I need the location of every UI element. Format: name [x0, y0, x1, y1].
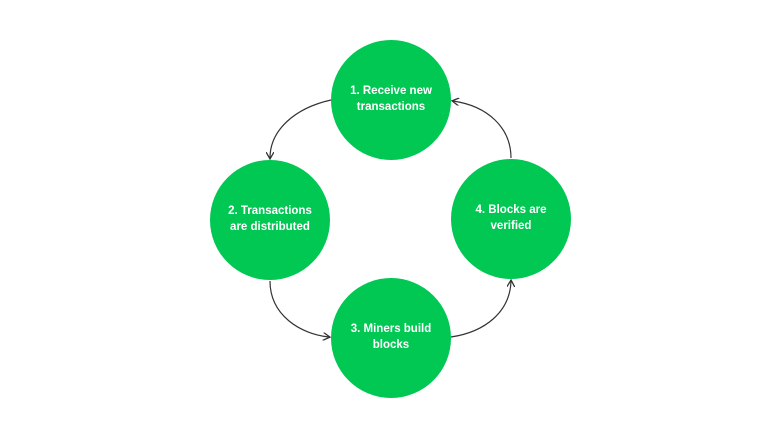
step-1-label: 1. Receive new transactions	[350, 85, 432, 113]
step-4-label: 4. Blocks are verified	[475, 204, 547, 232]
step-2-label: 2. Transactions are distributed	[228, 205, 312, 233]
step-receive-new-transactions: 1. Receive new transactions	[331, 40, 451, 160]
step-miners-build-blocks: 3. Miners build blocks	[331, 278, 451, 398]
arrow-step1-to-step2	[270, 99, 332, 158]
arrow-step3-to-step4	[450, 281, 511, 338]
step-blocks-verified: 4. Blocks are verified	[451, 159, 571, 279]
arrow-step2-to-step3	[269, 280, 329, 337]
step-3-label: 3. Miners build blocks	[350, 323, 432, 351]
step-transactions-distributed: 2. Transactions are distributed	[210, 160, 330, 280]
arrow-step4-to-step1	[453, 101, 512, 159]
